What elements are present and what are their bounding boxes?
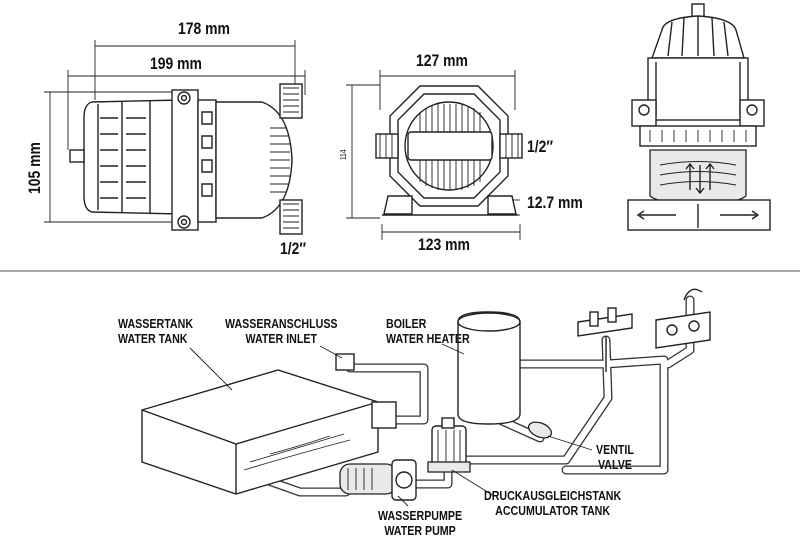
check-valve bbox=[527, 421, 553, 439]
dimension-127mm: 127 mm bbox=[416, 51, 468, 70]
pump-front-view bbox=[346, 70, 523, 240]
side-port-size: 1/2″ bbox=[280, 239, 307, 258]
dimension-105mm: 105 mm bbox=[25, 142, 44, 194]
valve-label: VENTIL VALVE bbox=[596, 442, 634, 472]
water-pump bbox=[339, 459, 417, 501]
dimension-178mm: 178 mm bbox=[178, 19, 230, 38]
dimension-199mm: 199 mm bbox=[150, 54, 202, 73]
accumulator-label-de: DRUCKAUSGLEICHSTANK bbox=[484, 488, 622, 503]
water-inlet-fitting bbox=[335, 353, 355, 371]
water-heater bbox=[457, 311, 521, 425]
dimension-123mm: 123 mm bbox=[418, 235, 470, 254]
water-inlet-label: WASSERANSCHLUSS WATER INLET bbox=[225, 316, 338, 346]
installation-schematic bbox=[141, 288, 711, 507]
pump-side-view bbox=[44, 40, 306, 235]
water-inlet-label-de: WASSERANSCHLUSS bbox=[225, 316, 338, 331]
dimension-12-7mm: 12.7 mm bbox=[527, 193, 583, 212]
valve-label-de: VENTIL bbox=[596, 442, 634, 457]
water-tank-label-en: WATER TANK bbox=[118, 331, 188, 346]
faucet bbox=[577, 307, 633, 372]
tank-fitting bbox=[371, 401, 397, 429]
accumulator-label-en: ACCUMULATOR TANK bbox=[495, 503, 611, 518]
valve-label-en: VALVE bbox=[597, 457, 632, 472]
water-tank-label-de: WASSERTANK bbox=[118, 316, 194, 331]
dimension-114: 114 bbox=[339, 149, 348, 160]
heater-label-en: WATER HEATER bbox=[386, 331, 470, 346]
accumulator-tank bbox=[427, 417, 471, 473]
front-port-size: 1/2″ bbox=[527, 137, 554, 156]
heater-label-de: BOILER bbox=[386, 316, 427, 331]
water-tank bbox=[141, 369, 379, 495]
water-tank-label: WASSERTANK WATER TANK bbox=[118, 316, 193, 346]
pump-label-en: WATER PUMP bbox=[384, 523, 456, 538]
accumulator-label: DRUCKAUSGLEICHSTANK ACCUMULATOR TANK bbox=[484, 488, 621, 518]
pump-label-de: WASSERPUMPE bbox=[378, 508, 463, 523]
water-inlet-label-en: WATER INLET bbox=[245, 331, 317, 346]
pump-label: WASSERPUMPE WATER PUMP bbox=[378, 508, 462, 538]
heater-label: BOILER WATER HEATER bbox=[386, 316, 470, 346]
accumulator-cutaway bbox=[627, 3, 771, 231]
shower-mixer bbox=[655, 288, 711, 349]
